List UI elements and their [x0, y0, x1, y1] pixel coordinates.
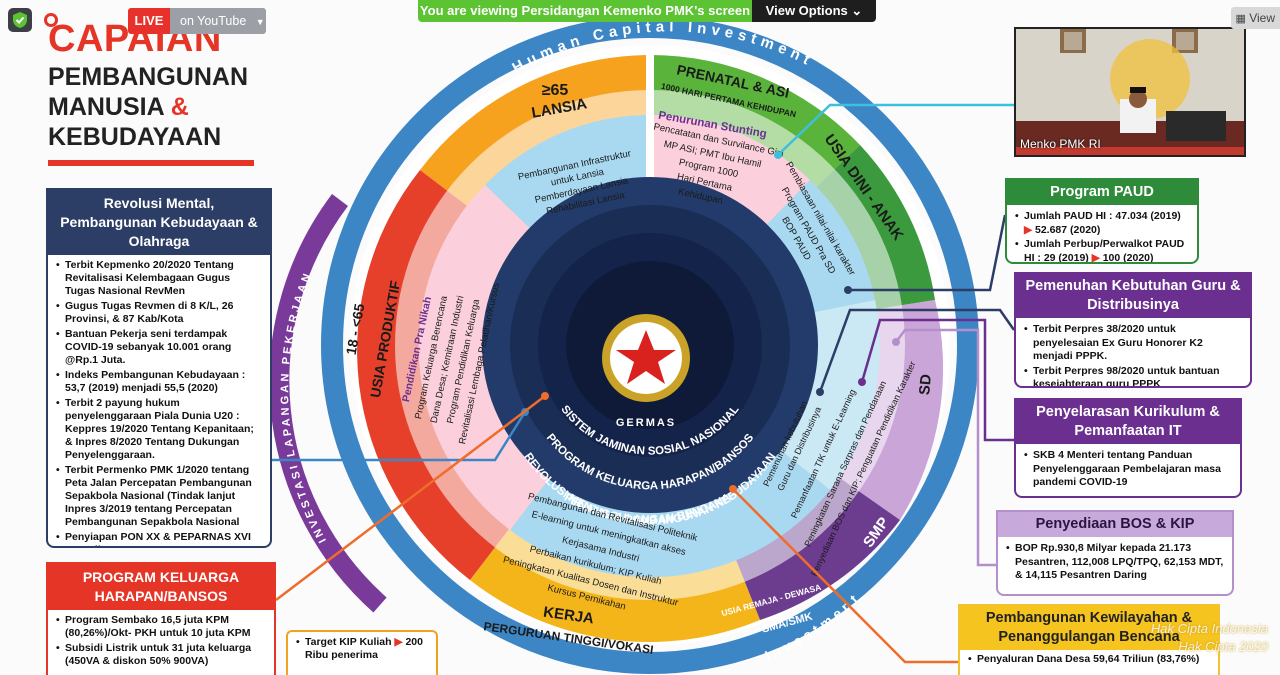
outer-ring	[321, 16, 979, 674]
germas-label: GERMAS	[616, 417, 676, 429]
paud-panel: Program PAUD Jumlah PAUD HI : 47.034 (20…	[1005, 178, 1199, 264]
title-amp: &	[170, 93, 189, 121]
list-item: Target KIP Kuliah ▶ 200 Ribu penerima	[296, 636, 428, 662]
video-feed[interactable]: Menko PMK RI	[1014, 27, 1246, 157]
revmen-header: Revolusi Mental, Pembangunan Kebudayaan …	[48, 190, 270, 255]
revmen-list: Terbit Kepmenko 20/2020 Tentang Revitali…	[48, 255, 270, 546]
connector-dot	[541, 392, 549, 400]
sd-title: SD	[916, 373, 935, 395]
live-badge[interactable]: LIVE	[128, 8, 170, 34]
kurikulum-list: SKB 4 Menteri tentang Panduan Penyelengg…	[1016, 444, 1240, 496]
connector-dot	[816, 388, 824, 396]
list-item: Jumlah PAUD HI : 47.034 (2019) ▶ 52.687 …	[1015, 210, 1189, 237]
chevron-down-icon: ⌄	[851, 3, 863, 18]
view-options-button[interactable]: View Options ⌄	[752, 0, 876, 22]
security-shield-icon[interactable]	[8, 8, 32, 32]
pkh-header: PROGRAM KELUARGA HARAPAN/BANSOS	[48, 564, 274, 610]
watermark: Hak Cipta Indonesia Hak Cipta 2020	[1150, 621, 1268, 654]
guru-list: Terbit Perpres 38/2020 untuk penyelesaia…	[1016, 318, 1250, 387]
connector-wilayah	[732, 488, 958, 664]
wilayah-list: Penyaluran Dana Desa 59,64 Triliun (83,7…	[960, 650, 1218, 673]
share-banner: You are viewing Persidangan Kemenko PMK'…	[418, 0, 876, 22]
kip-list: Target KIP Kuliah ▶ 200 Ribu penerima	[288, 632, 436, 668]
guru-panel: Pemenuhan Kebutuhan Guru & Distribusinya…	[1014, 272, 1252, 388]
kurikulum-panel: Penyelarasan Kurikulum & Pemanfaatan IT …	[1014, 398, 1242, 498]
youtube-label: on YouTube	[180, 14, 247, 28]
germas-star	[616, 330, 676, 384]
list-item: Penyiapan PON XX & PEPARNAS XVI 2020 di …	[56, 531, 262, 546]
title-underline	[48, 160, 254, 166]
connector-dot	[858, 378, 866, 386]
title-line2: MANUSIA &	[48, 93, 189, 121]
shield-icon	[13, 12, 27, 28]
connector-pkh	[275, 395, 546, 601]
arrow-icon: ▶	[394, 636, 403, 648]
kerja-title: KERJA	[542, 604, 595, 628]
connector-revmen	[272, 411, 527, 462]
connector-guru	[818, 308, 1016, 393]
record-icon[interactable]	[44, 13, 58, 27]
connector-kurikulum	[860, 318, 1014, 442]
kip-panel: Target KIP Kuliah ▶ 200 Ribu penerima	[286, 630, 438, 675]
list-item: Bantuan Pekerja seni terdampak COVID-19 …	[56, 328, 262, 367]
list-item: Terbit Perpres 38/2020 untuk penyelesaia…	[1024, 323, 1242, 364]
connector-dot	[774, 151, 782, 159]
connector-bos	[895, 328, 996, 567]
list-item: Indeks Pembangunan Kebudayaan : 53,7 (20…	[56, 369, 262, 395]
youtube-dropdown[interactable]: on YouTube ▼	[170, 8, 266, 34]
video-label: Menko PMK RI	[1020, 137, 1101, 151]
connector-dot	[892, 338, 900, 346]
list-item: SKB 4 Menteri tentang Panduan Penyelengg…	[1024, 449, 1232, 490]
revmen-panel: Revolusi Mental, Pembangunan Kebudayaan …	[46, 188, 272, 548]
connector-paud	[848, 214, 1007, 292]
connector-dot	[844, 286, 852, 294]
pkh-list: Program Sembako 16,5 juta KPM (80,26%)/O…	[48, 610, 274, 674]
view-button[interactable]: ▦ View	[1231, 7, 1280, 29]
pkh-panel: PROGRAM KELUARGA HARAPAN/BANSOS Program …	[46, 562, 276, 675]
arrow-icon: ▶	[1091, 251, 1100, 264]
title-line1: PEMBANGUNAN	[48, 63, 248, 91]
guru-header: Pemenuhan Kebutuhan Guru & Distribusinya	[1016, 274, 1250, 318]
list-item: Program Sembako 16,5 juta KPM (80,26%)/O…	[56, 614, 266, 640]
arrow-icon: ▶	[1024, 223, 1033, 236]
video-scene	[1016, 29, 1244, 155]
share-message: You are viewing Persidangan Kemenko PMK'…	[418, 0, 752, 22]
list-item: Gugus Tugas Revmen di 8 K/L, 26 Provinsi…	[56, 300, 262, 326]
paud-header: Program PAUD	[1007, 180, 1197, 205]
grid-icon: ▦	[1235, 13, 1246, 25]
page-title: PEMBANGUNAN MANUSIA & KEBUDAYAAN	[48, 62, 278, 152]
wilayah-panel: Pembangunan Kewilayahan & Penanggulangan…	[958, 604, 1220, 675]
list-item: Terbit Perpres 98/2020 untuk bantuan kes…	[1024, 365, 1242, 387]
list-item: Terbit Kepmenko 20/2020 Tentang Revitali…	[56, 259, 262, 298]
list-item: Jumlah Perbup/Perwalkot PAUD HI : 29 (20…	[1015, 238, 1189, 264]
paud-list: Jumlah PAUD HI : 47.034 (2019) ▶ 52.687 …	[1007, 205, 1197, 264]
wilayah-header: Pembangunan Kewilayahan & Penanggulangan…	[960, 606, 1218, 650]
title-line3: KEBUDAYAAN	[48, 123, 222, 151]
caret-down-icon: ▼	[255, 17, 265, 27]
lansia-age: ≥65	[542, 82, 569, 99]
bos-panel: Penyediaan BOS & KIP BOP Rp.930,8 Milyar…	[996, 510, 1234, 596]
connector-stunting	[777, 103, 1014, 156]
list-item: Penyaluran Dana Desa 59,64 Triliun (83,7…	[968, 653, 1210, 667]
bos-header: Penyediaan BOS & KIP	[998, 512, 1232, 537]
list-item: Terbit Permenko PMK 1/2020 tentang Peta …	[56, 464, 262, 529]
connector-dot	[729, 485, 737, 493]
list-item: BOP Rp.930,8 Milyar kepada 21.173 Pesant…	[1006, 542, 1224, 583]
bos-list: BOP Rp.930,8 Milyar kepada 21.173 Pesant…	[998, 537, 1232, 589]
kurikulum-header: Penyelarasan Kurikulum & Pemanfaatan IT	[1016, 400, 1240, 444]
list-item: Subsidi Listrik untuk 31 juta keluarga (…	[56, 642, 266, 668]
investasi-arc	[269, 193, 387, 613]
list-item: Terbit 2 payung hukum penyelenggaraan Pi…	[56, 397, 262, 462]
